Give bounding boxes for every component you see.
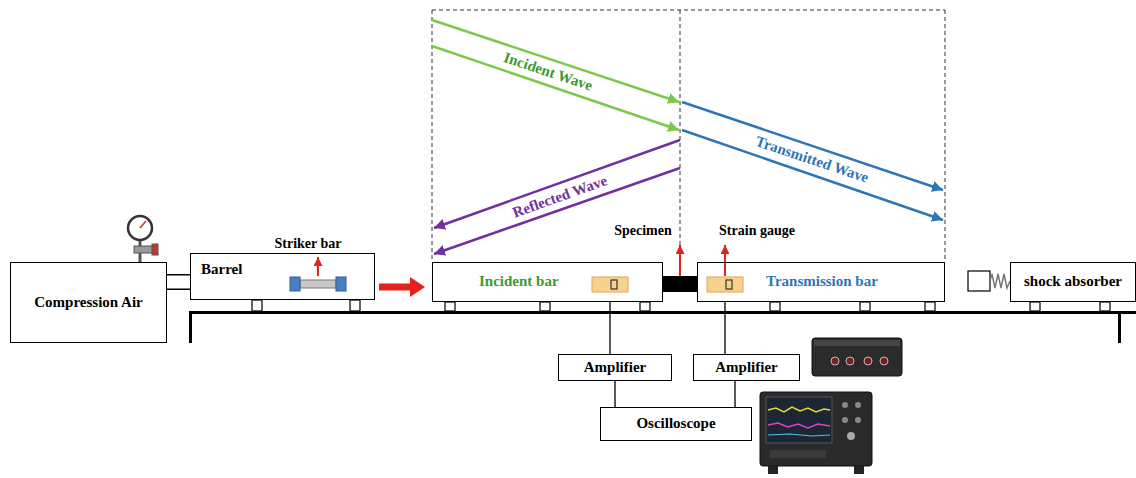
- device-knob: [864, 357, 872, 365]
- gauge-grid: [726, 280, 732, 289]
- dashed-line: [680, 10, 681, 262]
- device-screen: [766, 397, 832, 443]
- connector-line: [379, 284, 410, 291]
- rail-foot: [1118, 311, 1121, 343]
- transmitted-wave-arrow: [682, 102, 943, 190]
- node-text: Transmission bar: [766, 273, 878, 290]
- incident-bar: Incident bar: [432, 262, 663, 302]
- device-knob: [880, 357, 888, 365]
- absorber-plate: [968, 271, 990, 291]
- striker-cap: [290, 277, 300, 291]
- device-foot: [854, 466, 864, 474]
- dashed-line: [945, 10, 946, 262]
- device-knob: [855, 402, 861, 408]
- amplifier-device: [812, 338, 902, 376]
- gauge-needle: [140, 221, 146, 228]
- strain-gauge: [592, 277, 628, 292]
- pointer-arrow: [679, 245, 681, 276]
- pointer-arrow: [317, 257, 319, 276]
- support-leg: [540, 302, 550, 311]
- support-leg: [860, 302, 870, 311]
- amplifier-box: Amplifier: [558, 354, 672, 381]
- support-leg: [1100, 302, 1110, 311]
- connector-line: [724, 302, 725, 354]
- air-compressor-box: Compression Air: [10, 262, 167, 343]
- device-knob: [842, 417, 848, 423]
- node-text: Oscilloscope: [636, 415, 715, 432]
- part-label: Strain gauge: [719, 223, 795, 239]
- node-text: Barrel: [201, 261, 242, 278]
- strain-gauges: [592, 277, 743, 292]
- dashed-line: [432, 10, 433, 262]
- node-text: shock absorber: [1024, 273, 1122, 290]
- striker-bar-icon: [290, 277, 346, 291]
- pipe-bore: [167, 276, 190, 289]
- striker-cap: [336, 277, 346, 291]
- support-leg: [1030, 302, 1040, 311]
- connector-line: [734, 381, 735, 407]
- device-knob: [847, 432, 855, 440]
- air-pipe: [167, 274, 190, 290]
- gauge-dial: [128, 216, 152, 240]
- specimen: [663, 276, 697, 292]
- support-leg: [252, 300, 262, 311]
- connector-line: [609, 302, 610, 354]
- device-knob: [855, 417, 861, 423]
- connector-line: [614, 381, 615, 407]
- device-foot: [768, 466, 778, 474]
- valve-body: [134, 246, 154, 253]
- pointer-arrow: [724, 245, 726, 276]
- rail-foot: [189, 311, 192, 343]
- dashed-line: [432, 10, 945, 11]
- support-leg: [640, 302, 650, 311]
- shock-absorber-box: shock absorber: [1010, 262, 1136, 302]
- node-text: Incident bar: [479, 273, 559, 290]
- incident-wave-arrow: [432, 20, 679, 102]
- device-top: [814, 340, 900, 346]
- absorber-spring: [990, 274, 1010, 288]
- trace: [768, 407, 830, 412]
- transmitted-wave-arrow: [682, 130, 943, 220]
- oscilloscope-box: Oscilloscope: [600, 407, 752, 441]
- device-knob: [831, 357, 839, 365]
- valve-handle: [152, 244, 158, 255]
- support-leg: [925, 302, 935, 311]
- device-knob: [846, 357, 854, 365]
- device-knob: [842, 402, 848, 408]
- node-text: Amplifier: [584, 359, 646, 376]
- strain-gauge: [707, 277, 743, 292]
- oscilloscope-device: [760, 392, 872, 474]
- device-panel: [770, 450, 826, 458]
- gauge-grid: [611, 280, 617, 289]
- part-label: Striker bar: [274, 236, 341, 252]
- reflected-wave-arrow: [434, 168, 680, 254]
- pointer-arrows: [318, 245, 725, 276]
- node-text: Amplifier: [715, 359, 777, 376]
- trace: [768, 434, 830, 436]
- support-leg: [350, 300, 360, 311]
- dashed-frame: [432, 10, 945, 262]
- amplifier-box: Amplifier: [693, 354, 800, 381]
- incident-wave-arrow: [432, 46, 679, 130]
- supports: [252, 300, 1110, 311]
- part-label: Specimen: [614, 223, 672, 239]
- striker-body: [300, 280, 336, 288]
- pressure-gauge: [128, 216, 158, 262]
- barrel-box: Barrel: [190, 253, 375, 300]
- transmission-bar: Transmission bar: [697, 262, 945, 302]
- support-leg: [445, 302, 455, 311]
- trace: [768, 423, 830, 428]
- device-body: [812, 338, 902, 376]
- support-leg: [770, 302, 780, 311]
- reflected-wave-arrow: [434, 140, 680, 228]
- base-rail: [190, 311, 1136, 314]
- node-text: Compression Air: [34, 294, 142, 311]
- wave-label: Incident Wave: [501, 49, 594, 95]
- device-body: [760, 392, 872, 466]
- wave-arrows: [432, 20, 943, 254]
